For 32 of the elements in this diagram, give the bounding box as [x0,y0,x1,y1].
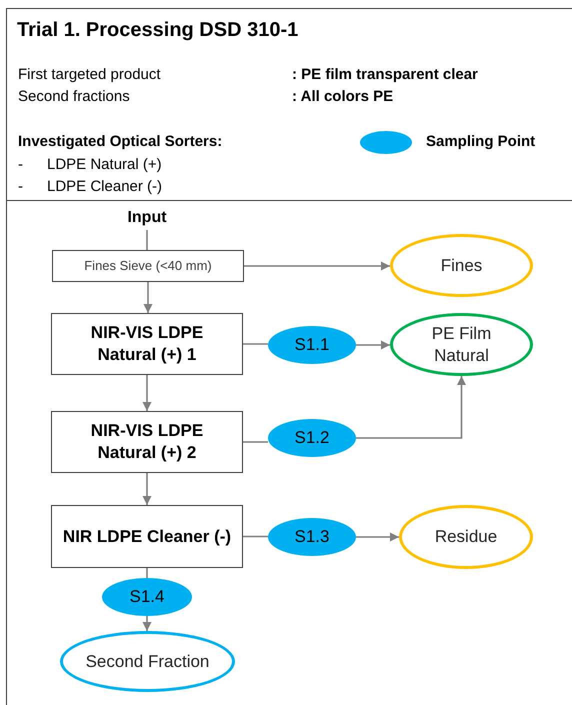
arrow [356,532,399,542]
sampling-point: S1.2 [268,419,356,457]
section-heading: Investigated Optical Sorters: [18,132,222,152]
input-label: Input [112,206,182,230]
info-value: : PE film transparent clear [292,65,478,85]
arrow [244,262,390,270]
list-item: LDPE Natural (+) [47,155,162,175]
process-box: Fines Sieve (<40 mm) [52,250,244,282]
info-value: : All colors PE [292,87,394,107]
sampling-point: S1.3 [268,518,356,556]
arrow [142,616,152,631]
list-dash: - [18,177,23,197]
arrow [356,340,390,350]
info-label: Second fractions [18,87,130,107]
legend-label: Sampling Point [426,132,536,152]
output-oval: PE Film Natural [390,313,533,376]
arrow [142,375,152,411]
arrow [144,282,152,313]
output-oval: Residue [399,505,533,569]
output-oval: Fines [390,234,533,297]
sampling-point: S1.1 [268,326,356,364]
info-label: First targeted product [18,65,161,85]
list-dash: - [18,155,23,175]
sorter-box: NIR LDPE Cleaner (-) [51,505,243,568]
sampling-point: S1.4 [102,578,192,616]
arrow [356,376,466,439]
sorter-box: NIR-VIS LDPE Natural (+) 2 [51,411,243,473]
arrow [142,473,152,505]
title: Trial 1. Processing DSD 310-1 [17,18,298,43]
sorter-box: NIR-VIS LDPE Natural (+) 1 [51,313,243,375]
list-item: LDPE Cleaner (-) [47,177,162,197]
output-oval: Second Fraction [60,631,235,692]
